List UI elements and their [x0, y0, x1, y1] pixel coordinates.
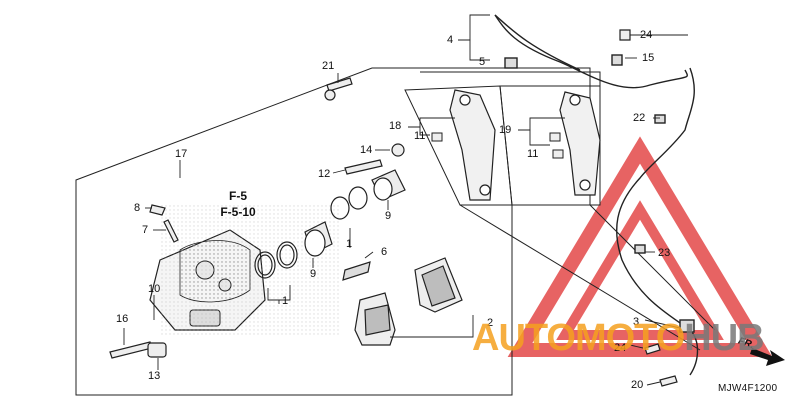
sensor-cable [494, 14, 699, 376]
callout-bolt-top: 24 [640, 29, 653, 41]
callout-sensor: 3 [633, 316, 640, 328]
callout-cable-grommet: 23 [658, 247, 671, 259]
pins-and-bolts [109, 29, 678, 387]
callout-pin: 12 [318, 168, 331, 180]
leader-lines [123, 14, 688, 386]
callout-pin-bolt: 16 [116, 313, 129, 325]
callout-clip-left: 11 [414, 130, 426, 142]
watermark-logo: AUTOMOTOHUB [472, 317, 765, 359]
brake-pads [342, 257, 463, 346]
callout-clip-right: 11 [527, 148, 539, 160]
diagram-code: MJW4F1200 [718, 383, 778, 394]
callout-screw: 20 [631, 379, 644, 391]
callout-bracket-clamp: 15 [642, 52, 655, 64]
caliper-brackets [449, 89, 601, 201]
callout-bolt: 13 [148, 370, 161, 382]
callout-seal: 1 [282, 295, 289, 307]
callout-clamp: 5 [479, 56, 486, 68]
callout-washer: 10 [148, 283, 161, 295]
reference-line-1: F-5 [229, 189, 247, 203]
watermark-triangle [507, 136, 773, 357]
callout-bracket-b: 19 [499, 124, 512, 136]
watermark-text-grey: HUB [684, 317, 764, 359]
callout-caliper-assy: 17 [175, 148, 188, 160]
callout-pad-spring: 6 [381, 246, 388, 258]
front-arrow [750, 348, 785, 366]
callout-mount-bolt: 21 [322, 60, 335, 72]
reference-line-2: F-5-10 [220, 205, 256, 219]
pistons-and-seals [254, 169, 406, 279]
callout-cap: 8 [134, 202, 141, 214]
callout-pads: 2 [487, 317, 494, 329]
shadow-texture [160, 205, 340, 335]
callout-bolt-bottom: 24 [614, 342, 627, 354]
callout-cable: 4 [447, 34, 454, 46]
callout-bracket-a: 18 [389, 120, 402, 132]
retainer-clips [431, 132, 564, 159]
callout-seal-upper: 1 [346, 238, 353, 250]
callout-cable-clip: 22 [633, 112, 646, 124]
assembly-frame [75, 67, 716, 396]
callout-boot: 14 [360, 144, 373, 156]
watermark-text-orange: AUTOMOTO [472, 317, 685, 359]
callout-piston-lower: 9 [310, 268, 317, 280]
callout-bleeder: 7 [142, 224, 149, 236]
callout-piston-upper: 9 [385, 210, 392, 222]
